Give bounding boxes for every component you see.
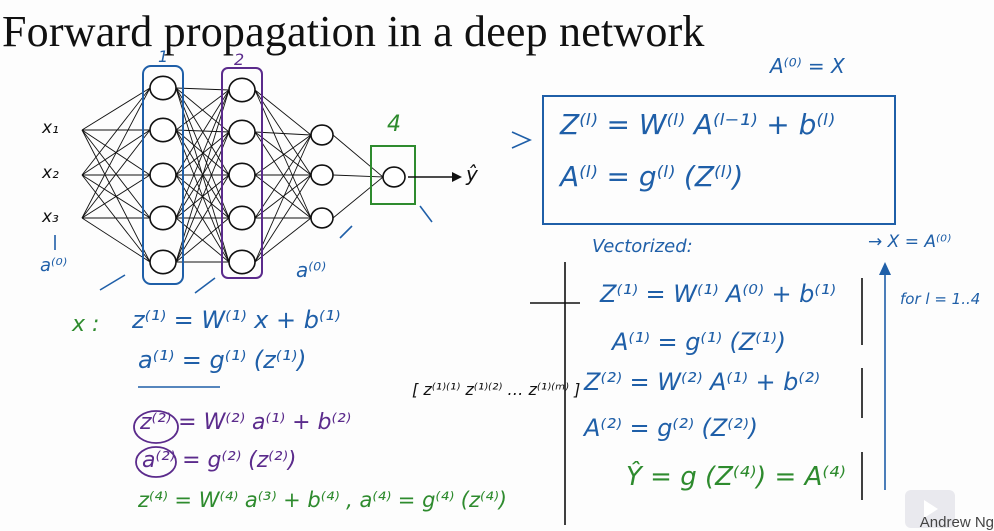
network-edge xyxy=(175,89,230,176)
neuron-l3-n0 xyxy=(310,124,334,146)
network-edge xyxy=(175,129,230,176)
neuron-l4-n0 xyxy=(382,166,406,188)
output-yhat: ŷ xyxy=(466,162,478,186)
arrow-layer4 xyxy=(419,205,433,223)
boxed-equation-1: Z⁽ˡ⁾ = W⁽ˡ⁾ A⁽ˡ⁻¹⁾ + b⁽ˡ⁾ xyxy=(560,108,835,141)
input-activation-label: a⁽⁰⁾ xyxy=(40,255,68,276)
neuron-l2-n4 xyxy=(228,249,256,275)
neuron-l1-n0 xyxy=(149,75,177,101)
left-equation-4: a⁽²⁾ = g⁽²⁾ (z⁽²⁾) xyxy=(142,448,297,473)
slide-title: Forward propagation in a deep network xyxy=(2,7,705,56)
input-x1: x₁ xyxy=(42,118,59,138)
vectorized-equation-3: Z⁽²⁾ = W⁽²⁾ A⁽¹⁾ + b⁽²⁾ xyxy=(584,368,820,396)
arrow-layer2 xyxy=(194,277,216,294)
circle-z2 xyxy=(133,410,179,444)
neuron-l3-n2 xyxy=(310,207,334,229)
layer-2-box xyxy=(221,67,263,279)
network-edge xyxy=(81,174,151,263)
left-x-prefix: x : xyxy=(72,312,100,337)
neuron-l1-n1 xyxy=(149,117,177,143)
right-note-for-loop: for l = 1..4 xyxy=(900,290,981,308)
left-equation-1: z⁽¹⁾ = W⁽¹⁾ x + b⁽¹⁾ xyxy=(132,306,341,334)
vectorized-equation-1: Z⁽¹⁾ = W⁽¹⁾ A⁽⁰⁾ + b⁽¹⁾ xyxy=(600,280,836,308)
network-edge xyxy=(175,129,230,133)
neuron-l2-n3 xyxy=(228,205,256,231)
network-edge xyxy=(254,131,312,176)
network-edge xyxy=(254,134,312,263)
arrow-layer1 xyxy=(99,274,126,291)
left-equation-3: z⁽²⁾ = W⁽²⁾ a⁽¹⁾ + b⁽²⁾ xyxy=(140,410,352,435)
output-arrowhead xyxy=(452,172,462,182)
right-note-x-eq-a0: → X = A⁽⁰⁾ xyxy=(868,232,952,252)
circle-a2 xyxy=(135,446,177,478)
author-watermark: Andrew Ng xyxy=(919,514,994,531)
left-equation-2: a⁽¹⁾ = g⁽¹⁾ (z⁽¹⁾) xyxy=(138,346,307,374)
video-play-icon[interactable] xyxy=(905,490,955,528)
layer-number-4: 4 xyxy=(387,112,401,137)
network-edge xyxy=(254,89,312,136)
network-edge xyxy=(81,87,151,219)
network-edge xyxy=(254,134,312,219)
layer-number-2: 2 xyxy=(234,50,245,69)
network-edge xyxy=(175,87,230,91)
layer-1-box xyxy=(142,65,184,285)
equation-frame xyxy=(542,95,896,225)
vectorized-equation-4: A⁽²⁾ = g⁽²⁾ (Z⁽²⁾) xyxy=(584,414,759,442)
input-x3: x₃ xyxy=(42,207,59,227)
neuron-l1-n3 xyxy=(149,205,177,231)
vectorized-label: Vectorized: xyxy=(592,236,693,257)
network-edge xyxy=(254,134,312,176)
annotation-a0-mid: a⁽⁰⁾ xyxy=(296,258,327,282)
neuron-l3-n1 xyxy=(310,164,334,186)
loop-arrowhead xyxy=(879,262,891,275)
network-edge xyxy=(175,87,230,176)
network-edge xyxy=(81,217,151,263)
network-edge xyxy=(175,217,230,263)
vectorized-equation-5: Ŷ = g (Z⁽⁴⁾) = A⁽⁴⁾ xyxy=(626,462,846,492)
network-edge xyxy=(254,174,312,219)
network-edge xyxy=(81,129,151,219)
neuron-l2-n0 xyxy=(228,77,256,103)
neuron-l1-n4 xyxy=(149,249,177,275)
network-edge xyxy=(175,89,230,219)
network-edge xyxy=(81,174,151,219)
left-equation-5: z⁽⁴⁾ = W⁽⁴⁾ a⁽³⁾ + b⁽⁴⁾ , a⁽⁴⁾ = g⁽⁴⁾ (z… xyxy=(138,488,507,512)
network-edge xyxy=(254,217,312,263)
network-edge xyxy=(175,89,230,131)
network-edge xyxy=(175,89,230,263)
arrow-to-frame xyxy=(511,131,532,149)
matrix-note: [ z⁽¹⁾⁽¹⁾ z⁽¹⁾⁽²⁾ … z⁽¹⁾⁽ᵐ⁾ ] xyxy=(412,380,581,399)
network-edge xyxy=(254,131,312,136)
network-nodes xyxy=(149,75,406,275)
neuron-l2-n1 xyxy=(228,119,256,145)
network-edge xyxy=(175,129,230,219)
neuron-l2-n2 xyxy=(228,162,256,188)
layer-number-1: 1 xyxy=(158,47,169,66)
network-edge xyxy=(254,174,312,263)
network-edge xyxy=(175,174,230,263)
network-edge xyxy=(332,134,384,178)
network-edge xyxy=(332,174,384,178)
network-edge xyxy=(332,176,384,219)
layer-4-box xyxy=(370,145,416,205)
network-edge xyxy=(175,131,230,263)
input-x2: x₂ xyxy=(42,163,59,183)
network-edge xyxy=(254,89,312,176)
annotation-a0-eq-x: A⁽⁰⁾ = X xyxy=(770,54,845,78)
network-edges xyxy=(81,87,384,263)
network-edge xyxy=(81,87,151,176)
neuron-l1-n2 xyxy=(149,162,177,188)
boxed-equation-2: A⁽ˡ⁾ = g⁽ˡ⁾ (Z⁽ˡ⁾) xyxy=(560,160,744,193)
vectorized-equation-2: A⁽¹⁾ = g⁽¹⁾ (Z⁽¹⁾) xyxy=(612,328,787,356)
network-edge xyxy=(81,87,151,131)
arrow-layer3 xyxy=(339,225,353,239)
